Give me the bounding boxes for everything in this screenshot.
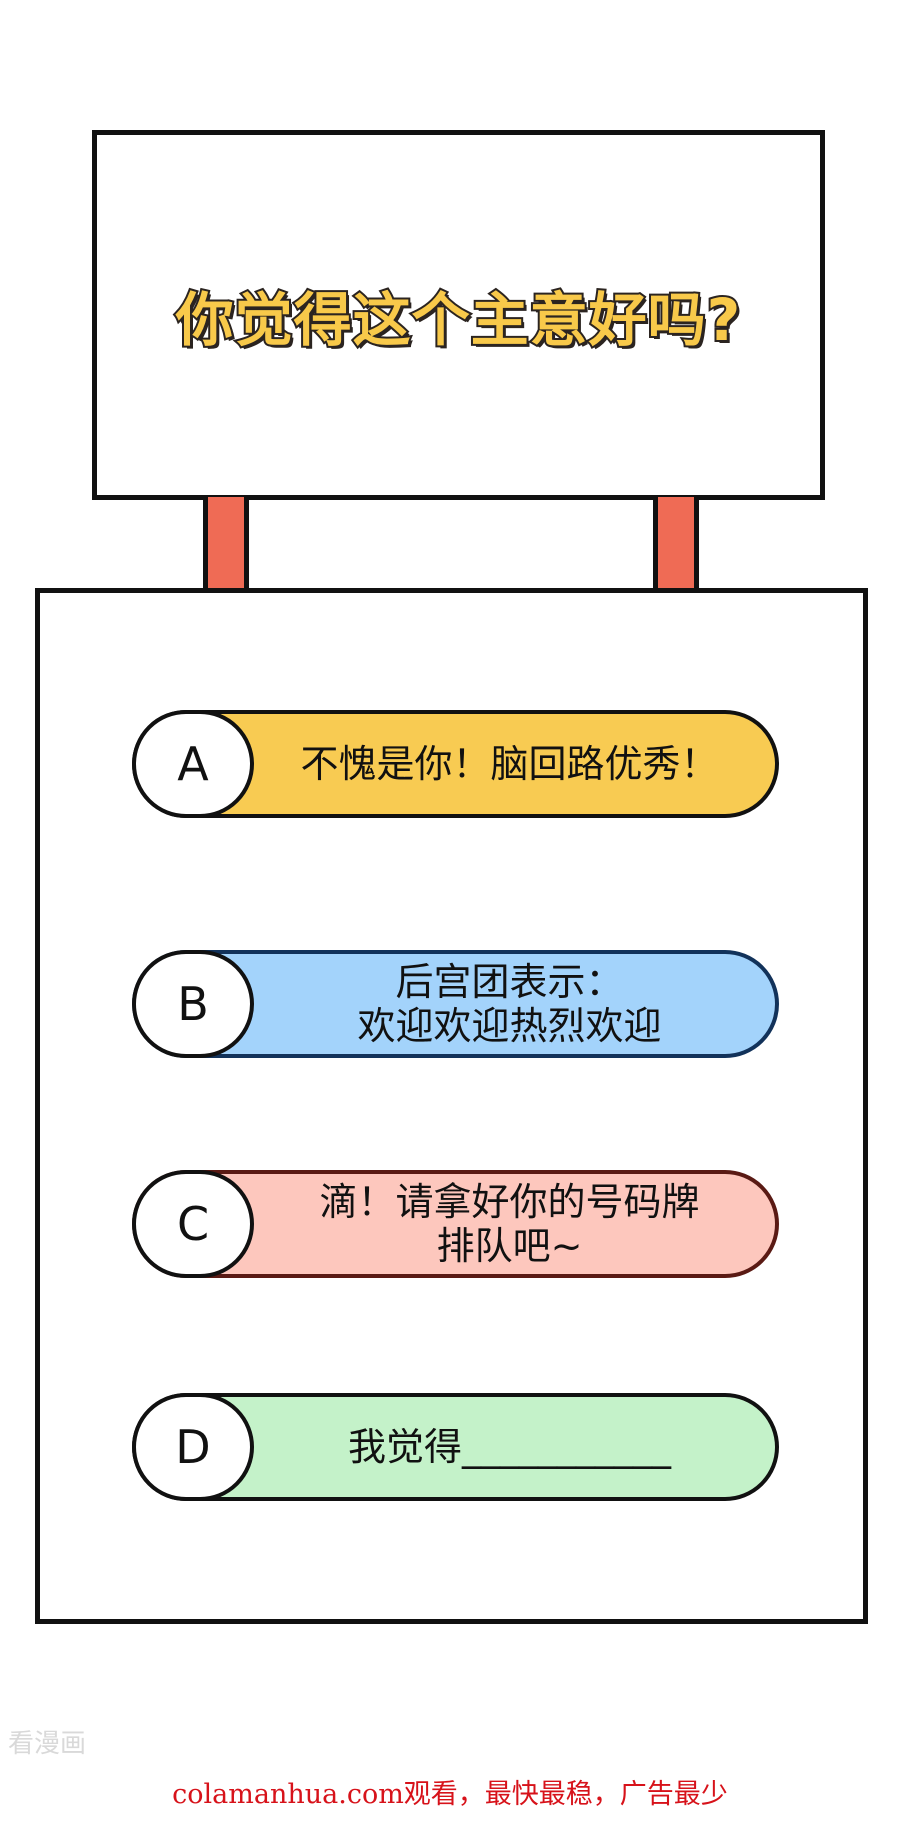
option-d-text: 我觉得___________: [347, 1425, 671, 1469]
option-d-letter: D: [132, 1393, 254, 1501]
option-b[interactable]: B 后宫团表示： 欢迎欢迎热烈欢迎: [132, 950, 779, 1058]
option-c-text: 滴！请拿好你的号码牌 排队吧~: [319, 1180, 700, 1268]
sign-post-left: [203, 497, 249, 589]
sign-post-right: [653, 497, 699, 589]
option-a-letter: A: [132, 710, 254, 818]
option-c-letter: C: [132, 1170, 254, 1278]
option-a-text: 不愧是你！脑回路优秀！: [300, 742, 719, 786]
option-d[interactable]: D 我觉得___________: [132, 1393, 779, 1501]
footer-link-text: colamanhua.com观看，最快最稳，广告最少: [172, 1779, 728, 1810]
option-b-text: 后宫团表示： 欢迎欢迎热烈欢迎: [357, 960, 662, 1048]
option-b-letter: B: [132, 950, 254, 1058]
watermark: 看漫画: [8, 1729, 87, 1759]
option-c[interactable]: C 滴！请拿好你的号码牌 排队吧~: [132, 1170, 779, 1278]
question-sign: 你觉得这个主意好吗?: [92, 130, 825, 500]
option-a[interactable]: A 不愧是你！脑回路优秀！: [132, 710, 779, 818]
question-title: 你觉得这个主意好吗?: [174, 284, 743, 356]
answer-board: A 不愧是你！脑回路优秀！ B 后宫团表示： 欢迎欢迎热烈欢迎 C 滴！请拿好你…: [35, 588, 868, 1624]
